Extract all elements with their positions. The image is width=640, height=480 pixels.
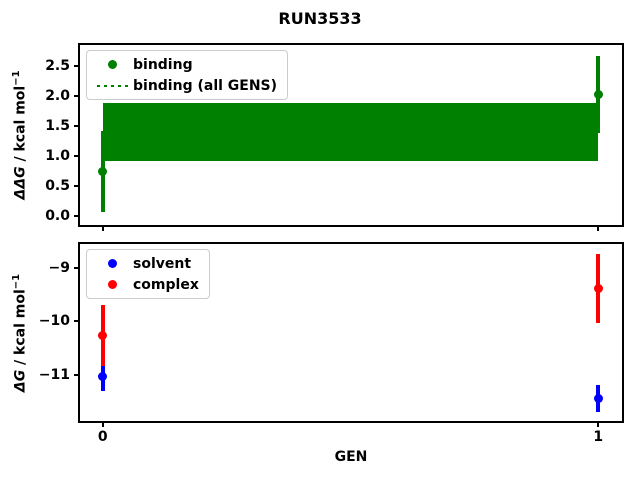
x-axis-label: GEN [334,449,368,465]
legend-item: binding (all GENS) [91,75,277,96]
y-tick-label: 1.5 [45,118,70,134]
y-tick-label: 0.0 [45,208,70,224]
data-point-binding [593,89,603,99]
legend-label: solvent [133,255,192,272]
data-point-solvent [593,394,603,404]
legend-marker-dotted-line [91,84,133,87]
legend-dot-glyph [107,60,117,69]
figure-title: RUN3533 [278,9,362,28]
legend-item: solvent [91,253,199,274]
y-tick [74,266,78,269]
axes-frame-dg [78,242,624,423]
x-tick [101,227,104,231]
x-tick-label: 0 [97,429,108,445]
confidence-band [102,102,599,162]
y-tick [74,215,78,217]
y-axis-label-part: / kcal mol [12,288,29,370]
y-tick-label: −11 [38,366,70,383]
y-axis-label-part: ΔG [12,369,29,392]
legend-dot-glyph [107,280,117,289]
y-tick-label: −9 [48,259,70,276]
data-point-complex [593,284,603,294]
y-tick-label: 0.5 [45,178,70,194]
y-tick [74,65,78,67]
y-axis-label-part: −1 [11,70,22,86]
y-tick-label: 2.5 [45,58,70,74]
y-tick [74,320,78,323]
y-tick-label: 1.0 [45,148,70,164]
legend-marker-dot [91,60,133,69]
legend-label: complex [133,276,199,293]
y-tick-label: 2.0 [45,88,70,104]
legend-label: binding (all GENS) [133,77,278,94]
legend-dot-glyph [107,259,117,268]
y-tick [74,125,78,127]
legend-dotted-glyph [117,84,121,87]
legend-marker-dot [91,259,133,268]
y-tick [74,95,78,97]
axes-frame-binding [78,43,624,227]
legend: binding binding (all GENS) [86,50,289,100]
y-tick [74,155,78,157]
y-axis-label-part: ΔΔG [12,166,29,200]
data-point-solvent [98,371,108,381]
data-point-complex [98,331,108,341]
y-axis-label-part: / kcal mol [12,85,29,167]
legend-dotted-glyph [96,84,100,87]
legend-dotted-glyph [103,84,107,87]
y-tick [74,373,78,376]
x-tick [597,423,600,427]
y-tick-label: −10 [38,313,70,330]
y-tick [74,185,78,187]
legend-label: binding [133,56,193,73]
legend-item: binding [91,54,277,75]
y-axis-label-dg: ΔG / kcal mol−1 [11,233,31,433]
legend: solvent complex [86,249,210,299]
y-axis-label-part: −1 [11,273,22,289]
y-axis-label-binding: ΔΔG / kcal mol−1 [11,35,31,235]
legend-dotted-glyph [110,84,114,87]
x-tick [101,423,104,427]
legend-item: complex [91,274,199,295]
legend-dotted-glyph [124,84,128,87]
x-tick-label: 1 [593,429,604,445]
x-tick [597,227,600,231]
legend-marker-dot [91,280,133,289]
data-point-binding [98,167,108,177]
